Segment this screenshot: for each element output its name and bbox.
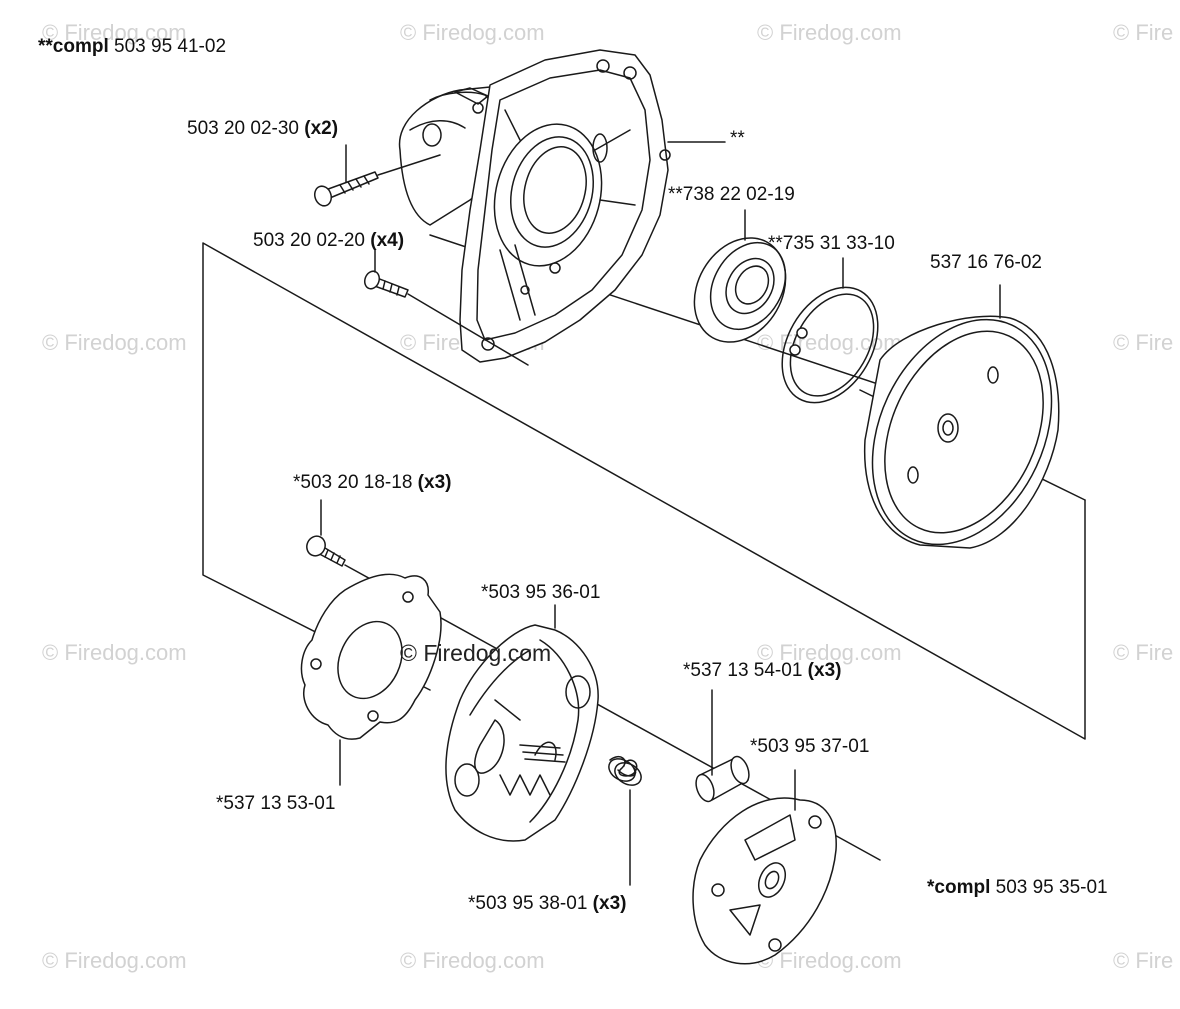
- screw-x2-qty: (x2): [304, 118, 339, 139]
- spring-qty: (x3): [592, 893, 627, 914]
- watermark-text: © Firedog.com: [400, 20, 545, 45]
- bearing: [693, 237, 787, 343]
- housing-marker-label: **: [730, 128, 745, 149]
- watermark-text: © Fire: [1113, 948, 1174, 973]
- watermark-text: © Firedog.com: [757, 640, 902, 665]
- clutch-screw-number: *503 20 18-18: [293, 472, 413, 493]
- watermark-text: © Firedog.com: [42, 640, 187, 665]
- clutch-screw-qty: (x3): [417, 472, 452, 493]
- circlip: [781, 286, 879, 404]
- circlip-label: **735 31 33-10: [768, 233, 895, 254]
- watermark-text: © Firedog.com: [42, 20, 187, 45]
- clutch-shoe: [445, 624, 599, 842]
- drum-label: 537 16 76-02: [930, 252, 1042, 273]
- center-watermark: © Firedog.com: [400, 640, 552, 666]
- spring-number: *503 95 38-01: [468, 893, 588, 914]
- screw-x4-number: 503 20 02-20: [253, 230, 365, 251]
- bearing-label: **738 22 02-19: [668, 184, 795, 205]
- bushing-number: *537 13 54-01: [683, 660, 803, 681]
- compl-bottom-label: *compl 503 95 35-01: [927, 877, 1108, 899]
- bushing: [695, 755, 750, 803]
- axis-line: [377, 154, 441, 176]
- screw-x4-label: 503 20 02-20 (x4): [253, 230, 404, 252]
- bushing-label: *537 13 54-01 (x3): [683, 660, 841, 682]
- watermark-text: © Firedog.com: [757, 948, 902, 973]
- screw-x4-qty: (x4): [370, 230, 405, 251]
- clutch-screw-label: *503 20 18-18 (x3): [293, 472, 451, 494]
- screw-x2-label: 503 20 02-30 (x2): [187, 118, 338, 140]
- axis-line: [407, 293, 529, 366]
- clutch-screw: [306, 535, 346, 567]
- clutch-drum: [863, 315, 1060, 549]
- screw-x4: [363, 270, 409, 298]
- shoe-label: *503 95 36-01: [481, 582, 601, 603]
- washer-plate: [300, 573, 442, 740]
- clutch-hub: [692, 797, 837, 965]
- watermark-text: © Fire: [1113, 640, 1174, 665]
- watermark-text: © Firedog.com: [757, 20, 902, 45]
- bushing-qty: (x3): [807, 660, 842, 681]
- watermark-text: © Fire: [1113, 330, 1174, 355]
- watermark-text: © Firedog.com: [400, 948, 545, 973]
- compl-bottom-number: 503 95 35-01: [995, 877, 1108, 898]
- spring-label: *503 95 38-01 (x3): [468, 893, 626, 915]
- hub-label: *503 95 37-01: [750, 736, 870, 757]
- watermark-text: © Fire: [1113, 20, 1174, 45]
- washer-plate-label: *537 13 53-01: [216, 793, 336, 814]
- screw-x2-number: 503 20 02-30: [187, 118, 299, 139]
- compl-bottom-prefix: *compl: [927, 877, 991, 898]
- screw-x2: [313, 171, 379, 207]
- clutch-housing: [398, 49, 671, 363]
- clutch-spring: [608, 756, 642, 786]
- watermark-text: © Firedog.com: [42, 948, 187, 973]
- watermark-text: © Firedog.com: [42, 330, 187, 355]
- compl-top-number: 503 95 41-02: [114, 36, 227, 57]
- compl-top-label: **compl 503 95 41-02: [38, 36, 226, 58]
- compl-top-prefix: **compl: [38, 36, 109, 57]
